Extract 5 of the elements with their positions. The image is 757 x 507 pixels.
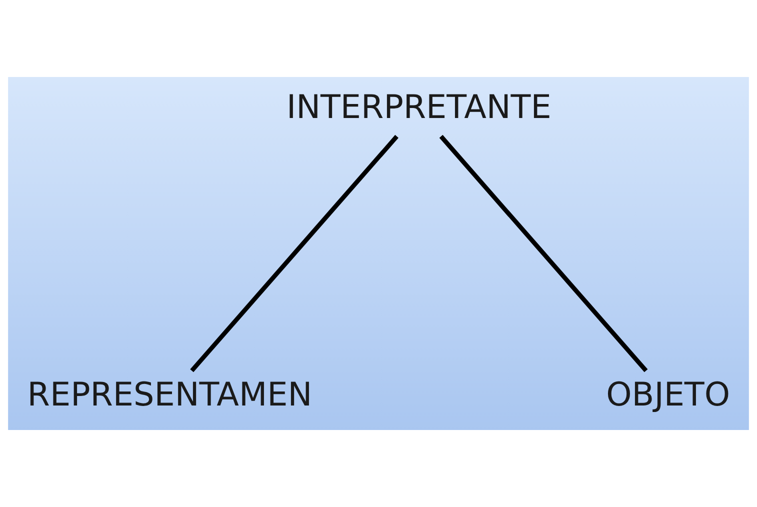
node-text: OBJETO [606,376,730,414]
connector [439,134,648,372]
connector [190,134,398,372]
node-text: REPRESENTAMEN [27,376,312,414]
node-text: INTERPRETANTE [286,88,552,126]
